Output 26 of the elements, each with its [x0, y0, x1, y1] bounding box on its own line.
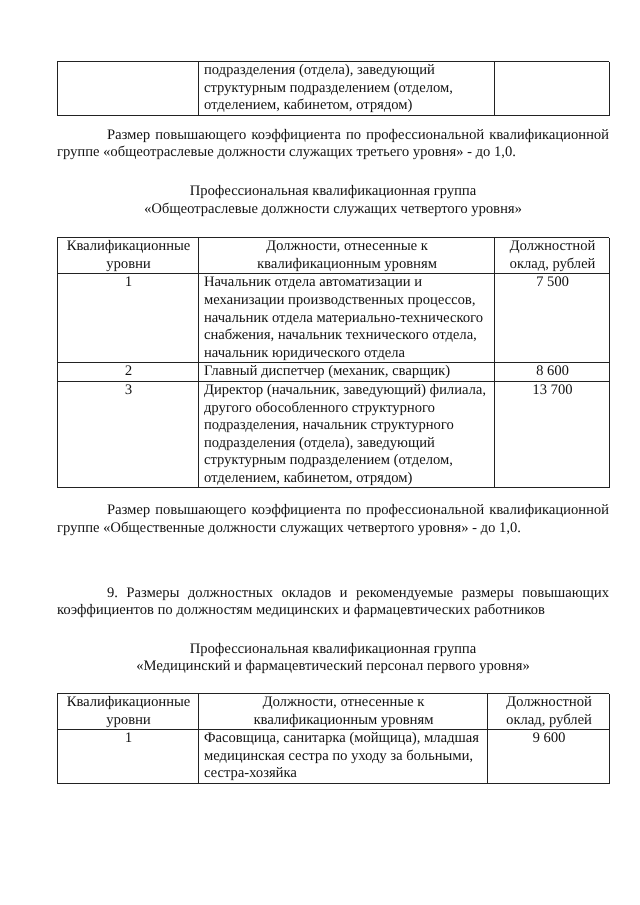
column-header: Должностной оклад, рублей: [506, 694, 592, 728]
group-heading: «Общеотраслевые должности служащих четвертого уровня»: [144, 200, 522, 217]
position-list: Главный диспетчер (механик, сварщик): [204, 363, 450, 380]
column-header: Квалификационные уровни: [66, 694, 190, 728]
level-number: 1: [124, 730, 132, 746]
level-number: 3: [124, 382, 132, 398]
position-list: Фасовщица, санитарка (мойщица), младшая медицинская сестра по уходу за больными, сестра-хозяйка: [204, 730, 479, 782]
level-number: 1: [124, 274, 132, 290]
salary-value: 8 600: [536, 363, 569, 380]
column-header: Должностной оклад, рублей: [510, 238, 596, 272]
column-header: Квалификационные уровни: [66, 238, 190, 272]
salary-value: 9 600: [532, 730, 566, 746]
position-list: Начальник отдела автоматизации и механизации производственных процессов, начальник отдела материально-технического снабжения, начальник технического отдела, начальник юридического отдела: [204, 274, 484, 361]
salary-value: 7 500: [536, 274, 569, 290]
paragraph-text: Размер повышающего коэффициента по профессиональной квалификационной группе «общеотраслевые должности служащих третьего уровня» - до 1,0.: [57, 126, 609, 160]
salary-value: 13 700: [532, 382, 573, 398]
group-heading: «Медицинский и фармацевтический персонал первого уровня»: [136, 658, 530, 674]
paragraph-text: 9. Размеры должностных окладов и рекомендуемые размеры повышающих коэффициентов по должностям медицинских и фармацевтических работников: [57, 584, 609, 618]
column-header: Должности, отнесенные к квалификационным уровням: [254, 694, 434, 728]
group-heading: Профессиональная квалификационная группа: [190, 182, 476, 199]
group-heading: Профессиональная квалификационная группа: [190, 640, 476, 657]
position-list: Директор (начальник, заведующий) филиала, другого обособленного структурного подразделения, начальник структурного подразделения (отдела), заведующий структурным подразделением (отделом, отделением, кабинетом, отрядом): [204, 382, 486, 486]
level-number: 2: [124, 363, 132, 380]
column-header: Должности, отнесенные к квалификационным уровням: [257, 238, 437, 272]
paragraph-text: Размер повышающего коэффициента по профессиональной квалификационной группе «Общественные должности служащих четвертого уровня» - до 1,0.: [57, 502, 609, 536]
position-list: подразделения (отдела), заведующий структурным подразделением (отделом, отделением, кабинетом, отрядом): [204, 62, 453, 114]
